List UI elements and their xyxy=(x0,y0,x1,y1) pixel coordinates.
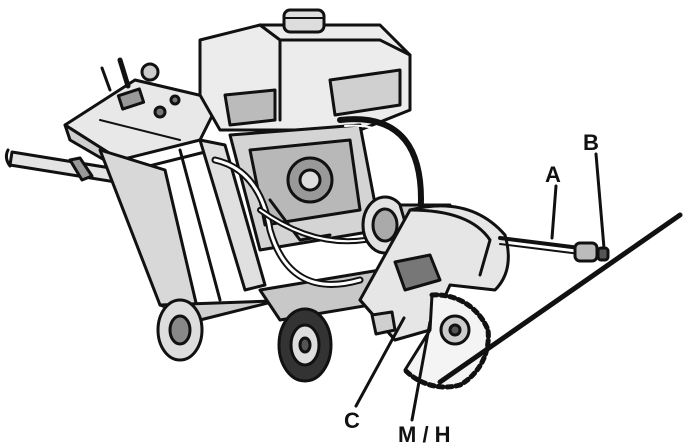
wheels xyxy=(156,298,333,383)
control-panel xyxy=(63,57,222,174)
blade-guard xyxy=(358,204,510,342)
saw-frame xyxy=(98,138,402,322)
callout-c: C xyxy=(344,408,360,433)
callout-a: A xyxy=(545,162,561,187)
callout-m-h: M / H xyxy=(398,422,451,447)
callout-leaders xyxy=(354,152,606,422)
pointer-rod xyxy=(498,236,610,263)
callout-b: B xyxy=(583,130,599,155)
guide-line xyxy=(437,212,683,385)
water-tank xyxy=(198,8,412,132)
